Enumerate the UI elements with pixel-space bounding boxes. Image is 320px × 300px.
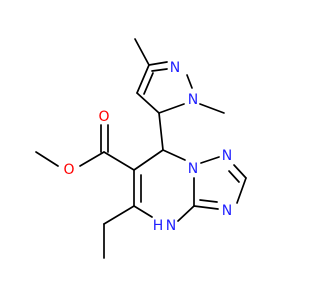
bond xyxy=(133,149,164,171)
bond xyxy=(79,151,105,167)
bond xyxy=(143,72,154,95)
molecule-canvas: N N N N N N H O O xyxy=(35,38,247,259)
bond xyxy=(199,199,218,203)
bond xyxy=(103,151,135,171)
bond xyxy=(35,151,59,167)
bond xyxy=(186,74,193,89)
triazole-ring xyxy=(193,156,247,210)
bond xyxy=(162,149,186,161)
structure-diagram: N N N N N N H O O xyxy=(35,38,247,259)
bond xyxy=(136,92,160,114)
bond xyxy=(177,205,195,222)
bond xyxy=(134,38,150,66)
atom-label-nitrogen: N xyxy=(166,218,176,234)
atom-label-oxygen: O xyxy=(98,109,109,125)
bond xyxy=(200,156,220,164)
atom-label-nitrogen: N xyxy=(170,60,180,76)
bond xyxy=(133,205,153,218)
ester-group xyxy=(35,124,135,171)
bond xyxy=(233,164,247,179)
ethyl-group xyxy=(103,205,135,259)
bond xyxy=(158,112,164,151)
bond xyxy=(228,170,240,183)
pyrazole-ring xyxy=(134,38,225,114)
bond xyxy=(199,103,225,114)
bond xyxy=(151,68,168,72)
bond xyxy=(103,205,135,225)
atom-label-nitrogen: N xyxy=(188,161,198,177)
atom-label-nitrogen: N xyxy=(188,92,198,108)
bond xyxy=(193,205,219,210)
bond xyxy=(148,61,168,66)
bond xyxy=(136,64,150,94)
bond xyxy=(158,103,185,114)
atom-label-oxygen: O xyxy=(63,162,74,178)
atom-label-nitrogen: N xyxy=(222,148,232,164)
atom-label-nitrogen: N xyxy=(222,203,232,219)
atom-label-hydrogen: H xyxy=(153,218,164,234)
pyrimidine-ring xyxy=(133,112,195,222)
bond xyxy=(236,177,247,204)
